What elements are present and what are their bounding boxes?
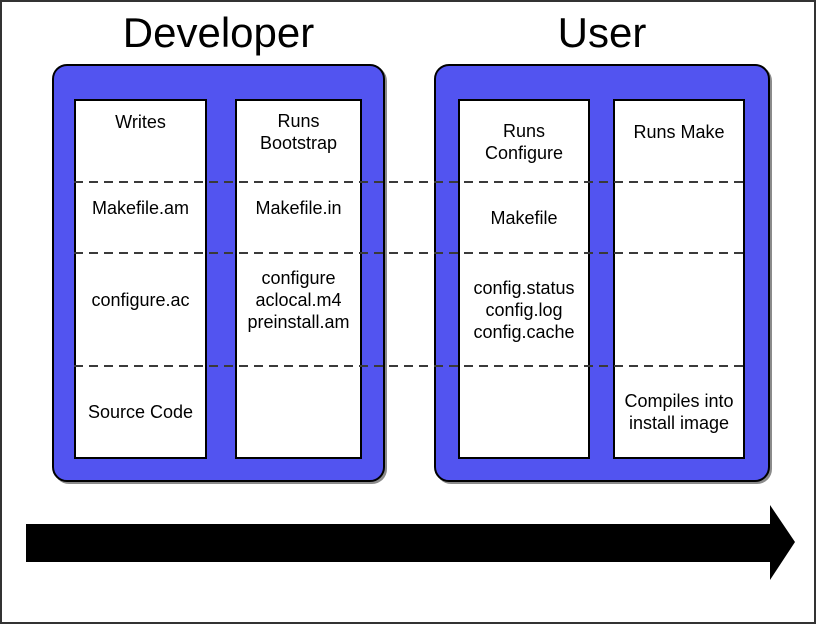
cell-makefile-am-label: Makefile.am xyxy=(91,197,190,218)
column-writes: Writes Makefile.am configure.ac Source C… xyxy=(74,99,207,459)
cell-config-outputs-label: config.status config.log config.cache xyxy=(473,277,575,342)
cell-writes-label: Writes xyxy=(115,111,166,132)
column-runs-bootstrap: Runs Bootstrap Makefile.in configure acl… xyxy=(235,99,362,459)
cell-makefile-label: Makefile xyxy=(490,207,558,228)
cell-runs-make-label: Runs Make xyxy=(633,121,725,142)
dashed-divider-1 xyxy=(74,181,745,183)
cell-makefile: Makefile xyxy=(460,182,588,253)
cell-empty xyxy=(615,182,743,253)
cell-runs-bootstrap: Runs Bootstrap xyxy=(237,101,360,182)
cell-configure-ac: configure.ac xyxy=(76,253,205,366)
dashed-divider-3 xyxy=(74,365,745,367)
cell-runs-configure-label: Runs Configure xyxy=(484,120,564,163)
cell-makefile-am: Makefile.am xyxy=(76,182,205,253)
cell-source-code: Source Code xyxy=(76,366,205,457)
cell-makefile-in: Makefile.in xyxy=(237,182,360,253)
cell-empty xyxy=(460,366,588,457)
cell-source-code-label: Source Code xyxy=(87,401,194,422)
cell-empty xyxy=(237,366,360,457)
user-title: User xyxy=(557,9,647,56)
column-runs-make: Runs Make Compiles into install image xyxy=(613,99,745,459)
cell-configure-aclocal-preinstall: configure aclocal.m4 preinstall.am xyxy=(237,253,360,366)
cell-writes: Writes xyxy=(76,101,205,182)
cell-runs-configure: Runs Configure xyxy=(460,101,588,182)
cell-runs-make: Runs Make xyxy=(615,101,743,182)
cell-empty xyxy=(615,253,743,366)
column-runs-configure: Runs Configure Makefile config.status co… xyxy=(458,99,590,459)
flow-arrow xyxy=(26,505,795,580)
cell-configure-ac-label: configure.ac xyxy=(91,289,190,310)
cell-compiles-install-image: Compiles into install image xyxy=(615,366,743,457)
cell-config-outputs: config.status config.log config.cache xyxy=(460,253,588,366)
cell-makefile-in-label: Makefile.in xyxy=(255,197,342,218)
cell-runs-bootstrap-label: Runs Bootstrap xyxy=(259,110,338,153)
dashed-divider-2 xyxy=(74,252,745,254)
cell-compiles-install-image-label: Compiles into install image xyxy=(624,390,734,433)
developer-title: Developer xyxy=(122,9,315,56)
cell-configure-aclocal-preinstall-label: configure aclocal.m4 preinstall.am xyxy=(247,267,350,332)
